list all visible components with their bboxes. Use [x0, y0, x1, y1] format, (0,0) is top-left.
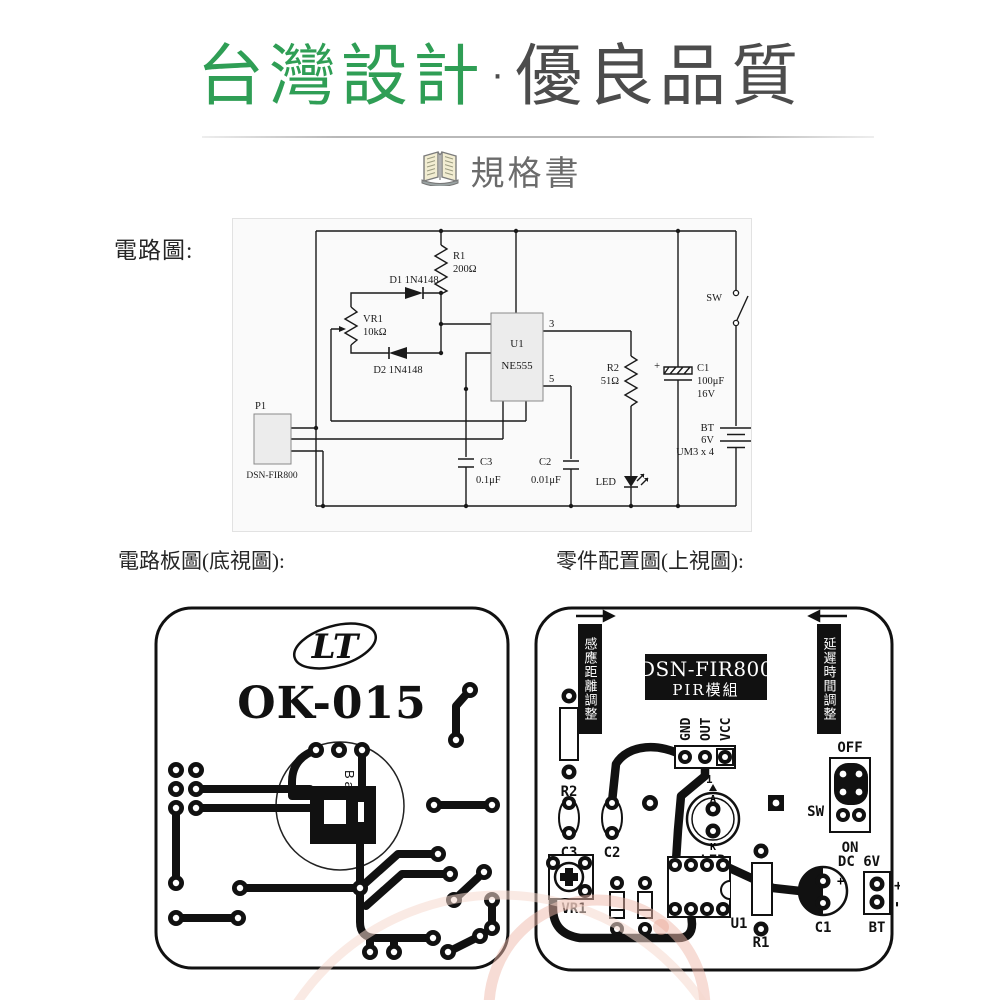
- circuit-diagram-label: 電路圖:: [114, 238, 194, 263]
- svg-text:LED: LED: [596, 477, 617, 488]
- module-name: DSN-FIR800: [639, 657, 773, 681]
- svg-text:R2: R2: [607, 363, 619, 374]
- component-d1: [637, 876, 653, 936]
- sense-distance-adjust-label: 感應距離調整: [578, 624, 602, 734]
- title-gray: 優良品質: [515, 39, 804, 114]
- svg-text:100μF: 100μF: [697, 376, 724, 387]
- schematic-labels: R1 200Ω D1 1N4148 VR1 10kΩ D2 1N4148 U1 …: [246, 251, 724, 488]
- svg-text:200Ω: 200Ω: [453, 264, 477, 275]
- svg-text:C2: C2: [539, 457, 551, 468]
- svg-text:-: -: [889, 900, 900, 908]
- title-separator: ·: [490, 52, 510, 96]
- jack-hole: [324, 800, 346, 824]
- svg-text:BT: BT: [701, 423, 715, 434]
- divider-line: [202, 136, 874, 138]
- svg-text:UM3 x 4: UM3 x 4: [676, 447, 715, 458]
- svg-text:+: +: [894, 878, 900, 894]
- svg-text:VR1: VR1: [363, 314, 383, 325]
- delay-time-adjust-label: 延遲時間調整: [817, 624, 841, 734]
- switch-contact: [732, 319, 740, 327]
- svg-text:5: 5: [549, 374, 554, 385]
- circuit-schematic: R1 200Ω D1 1N4148 VR1 10kΩ D2 1N4148 U1 …: [232, 218, 752, 532]
- svg-text:D2 1N4148: D2 1N4148: [373, 365, 422, 376]
- p1-connector-body: [253, 413, 292, 465]
- schematic-symbols: [313, 228, 681, 509]
- svg-text:R1: R1: [753, 935, 770, 951]
- pir-header: [674, 745, 736, 769]
- pcb-component-layout: DSN-FIR800 PIR模組 GND OUT VCC 1: [528, 600, 905, 978]
- svg-text:R1: R1: [453, 251, 465, 262]
- component-sw: OFF ON SW: [807, 740, 871, 856]
- svg-text:R2: R2: [561, 784, 578, 800]
- svg-text:C2: C2: [604, 845, 621, 861]
- switch-contact: [732, 289, 740, 297]
- schematic-wires: [291, 230, 752, 507]
- component-bt: DC 6V + - BT: [838, 854, 905, 936]
- svg-text:ON: ON: [842, 840, 859, 856]
- svg-text:LT: LT: [311, 627, 361, 667]
- spec-label: 規格書: [470, 155, 582, 193]
- svg-text:0.01μF: 0.01μF: [531, 475, 561, 486]
- open-book-icon: [419, 150, 461, 191]
- svg-text:GND: GND: [679, 717, 694, 741]
- svg-text:K: K: [710, 842, 716, 853]
- module-type: PIR模組: [672, 681, 739, 699]
- svg-text:SW: SW: [706, 293, 722, 304]
- svg-text:A: A: [710, 794, 716, 805]
- svg-text:U1: U1: [731, 916, 748, 932]
- svg-text:D1 1N4148: D1 1N4148: [389, 275, 438, 286]
- title-green: 台灣設計: [196, 39, 485, 114]
- svg-text:VR1: VR1: [561, 901, 586, 917]
- component-r2: R2: [559, 688, 579, 800]
- pin-names: GND OUT VCC 1: [679, 717, 734, 786]
- svg-text:VCC: VCC: [719, 718, 734, 741]
- svg-text:U1: U1: [510, 338, 523, 350]
- svg-text:C1: C1: [815, 920, 832, 936]
- spec-header: 規格書: [0, 146, 1000, 195]
- svg-text:OFF: OFF: [837, 740, 862, 756]
- svg-text:+: +: [654, 361, 660, 372]
- u1-ic-body: [490, 312, 544, 402]
- svg-text:P1: P1: [255, 401, 266, 412]
- lt-logo: LT: [293, 622, 377, 670]
- adjust-arrows: [576, 609, 847, 623]
- component-c2: C2: [601, 796, 623, 861]
- svg-text:6V: 6V: [701, 435, 714, 446]
- svg-text:1: 1: [706, 773, 713, 786]
- pcb-bottom-view: LT OK-015 Battery: [148, 600, 516, 976]
- svg-text:10kΩ: 10kΩ: [363, 327, 387, 338]
- svg-text:SW: SW: [807, 804, 824, 820]
- svg-text:OUT: OUT: [699, 717, 714, 741]
- component-r1: R1: [751, 843, 773, 951]
- module-label-box: [645, 654, 767, 700]
- svg-text:0.1μF: 0.1μF: [476, 475, 501, 486]
- svg-text:3: 3: [549, 319, 554, 330]
- svg-text:C3: C3: [480, 457, 492, 468]
- svg-text:+: +: [837, 874, 844, 888]
- mount-pads: [642, 795, 784, 811]
- pcb-bottom-view-label: 電路板圖(底視圖):: [118, 549, 285, 573]
- jack-slot: [358, 802, 364, 822]
- layout-top-view-label: 零件配置圖(上視圖):: [556, 549, 744, 573]
- svg-text:NE555: NE555: [501, 360, 533, 372]
- svg-text:51Ω: 51Ω: [601, 376, 620, 387]
- component-c1: + C1: [797, 865, 849, 936]
- svg-text:DSN-FIR800: DSN-FIR800: [246, 471, 297, 481]
- component-d2: [609, 876, 625, 936]
- component-led: A K LED: [685, 784, 741, 869]
- model-number: OK-015: [237, 678, 426, 729]
- svg-text:DC 6V: DC 6V: [838, 854, 881, 870]
- svg-text:C1: C1: [697, 363, 709, 374]
- svg-text:16V: 16V: [697, 389, 716, 400]
- page-title: 台灣設計·優良品質: [0, 22, 1000, 119]
- svg-text:BT: BT: [869, 920, 886, 936]
